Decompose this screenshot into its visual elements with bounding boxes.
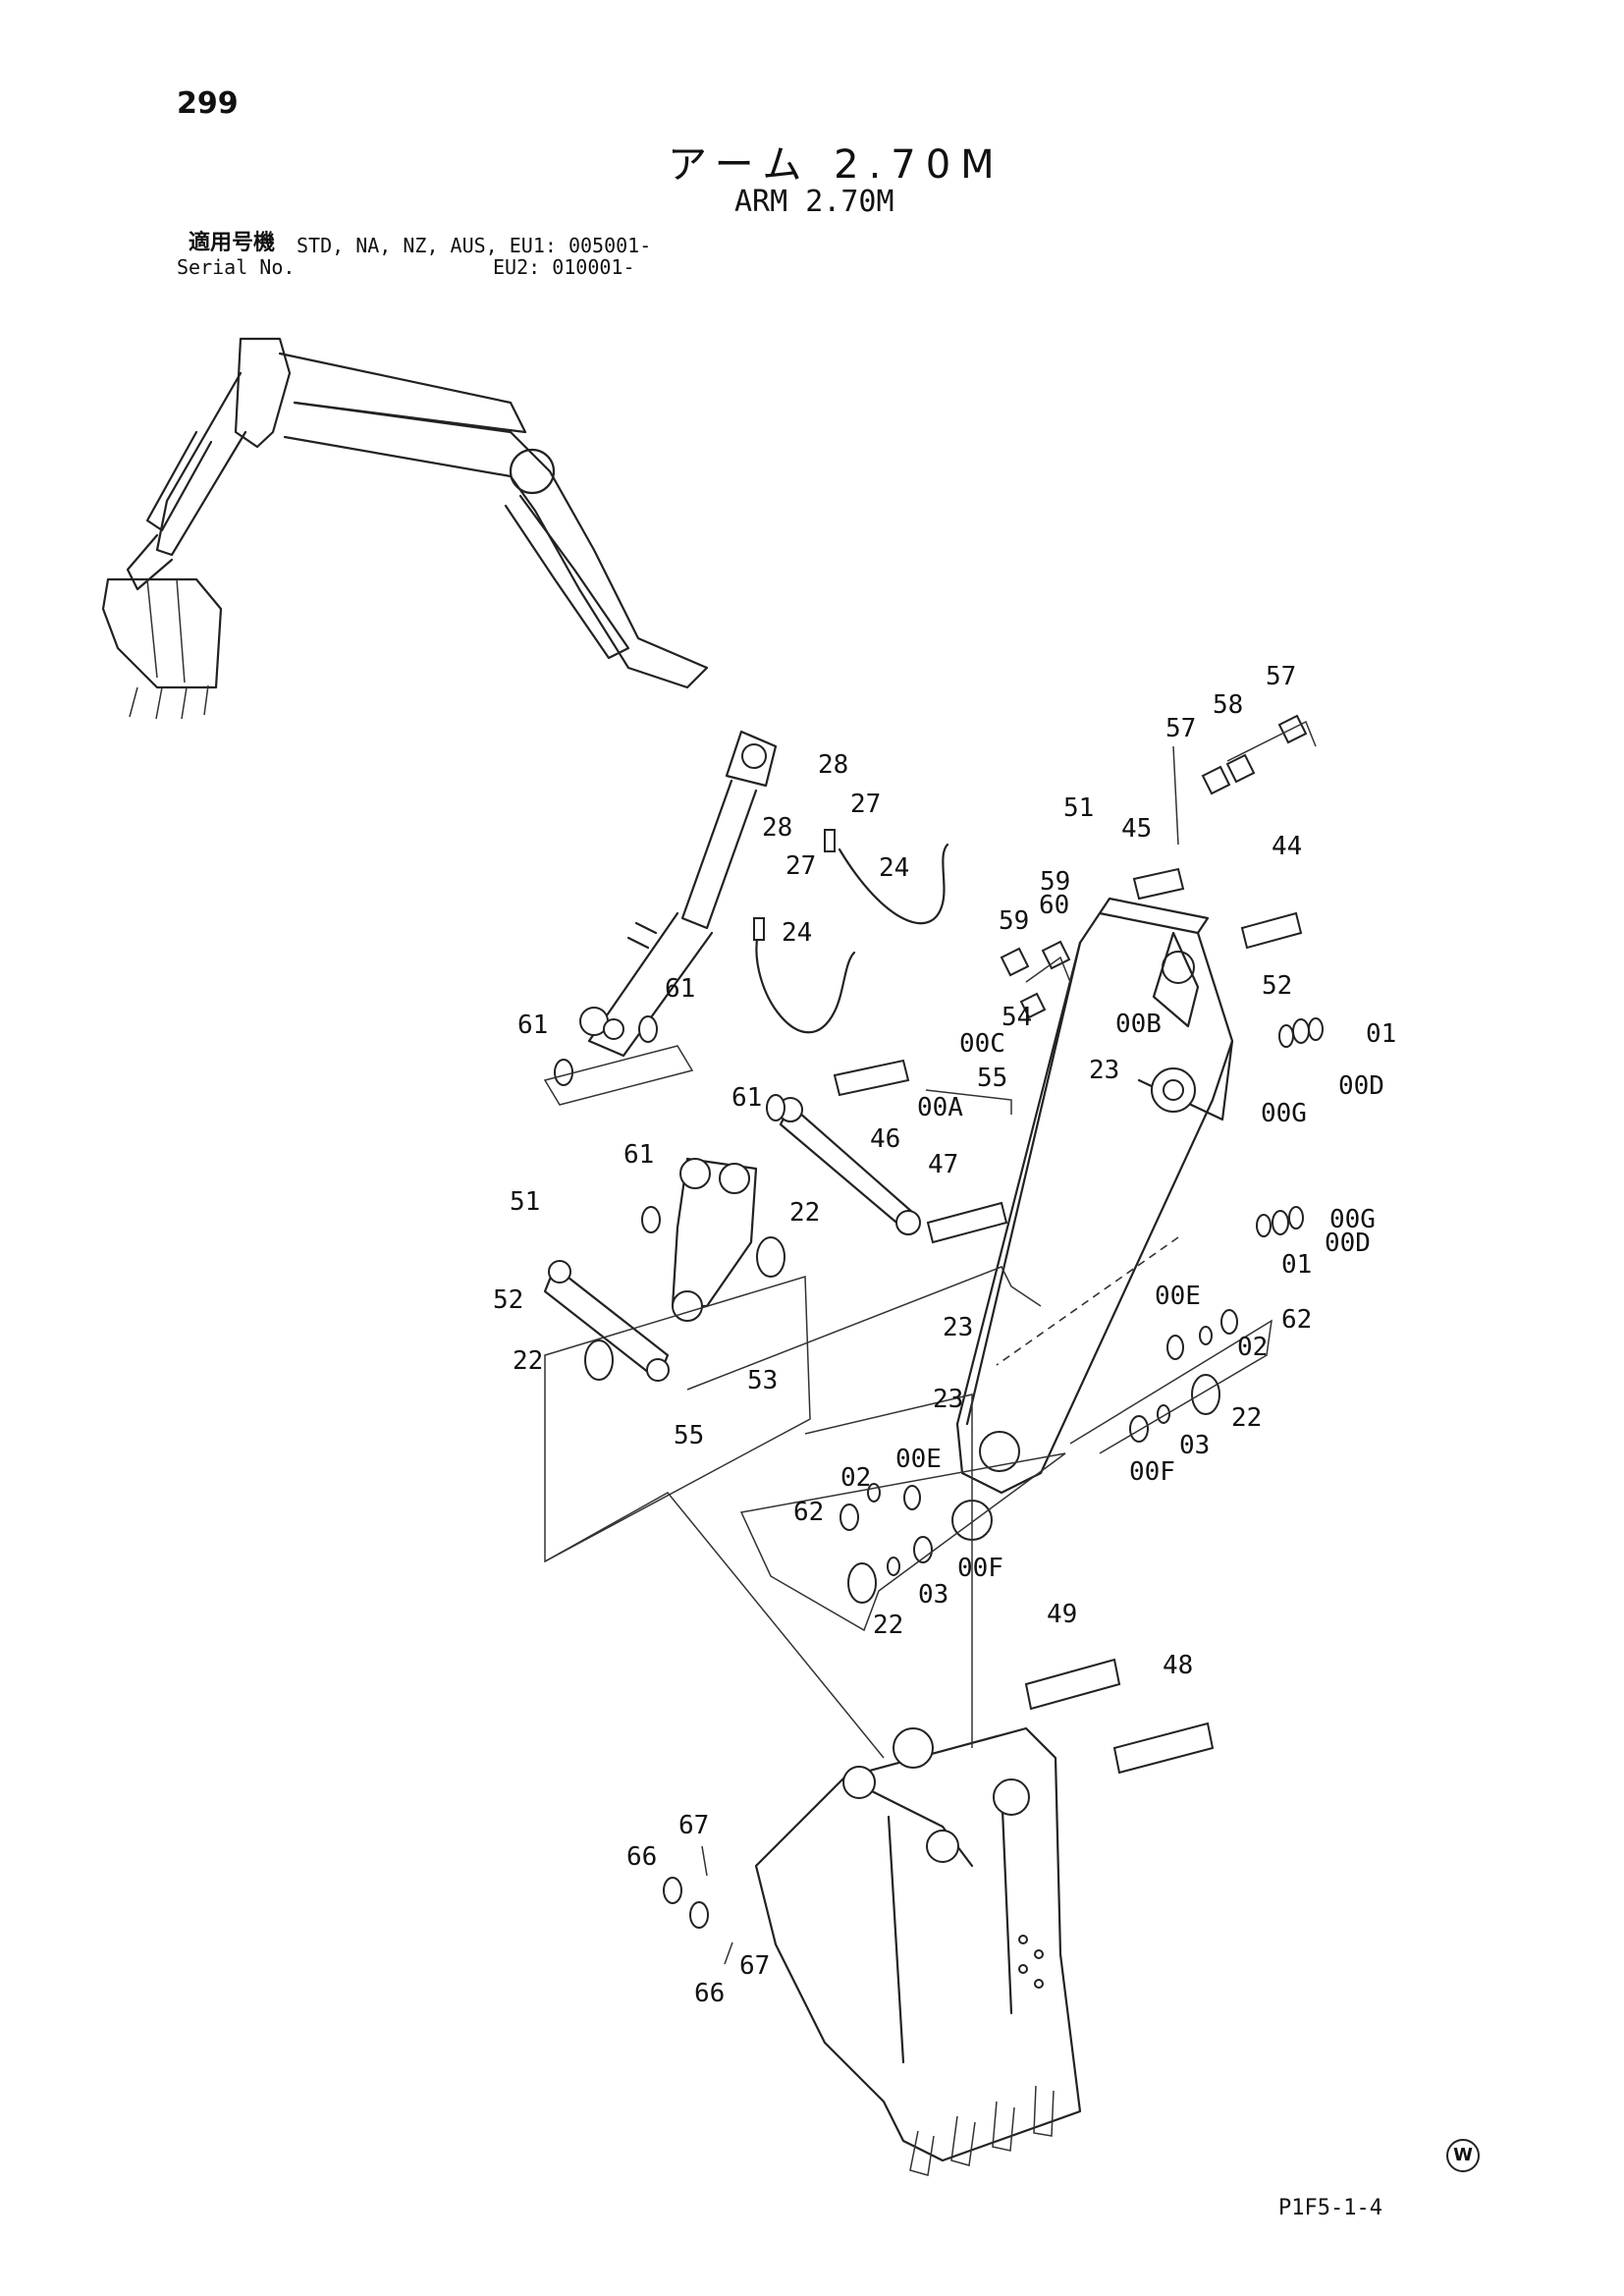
callout-label: 02 xyxy=(840,1463,871,1493)
callout-label: 59 xyxy=(999,906,1029,936)
callout-label: 44 xyxy=(1272,832,1302,861)
callout-label: 62 xyxy=(793,1498,824,1527)
callout-label: 28 xyxy=(762,813,792,843)
callout-labels: 57 58 57 51 45 44 28 27 28 27 24 24 59 6… xyxy=(493,662,1396,2008)
callout-label: 00E xyxy=(1155,1282,1201,1311)
callout-label: 22 xyxy=(789,1198,820,1228)
serial-label-japanese: 適用号機 xyxy=(189,231,276,255)
callout-label: 48 xyxy=(1163,1651,1193,1680)
callout-label: 55 xyxy=(977,1064,1007,1093)
callout-label: 61 xyxy=(517,1011,548,1040)
callout-label: 01 xyxy=(1366,1019,1396,1049)
callout-label: 67 xyxy=(739,1951,770,1981)
callout-label: 24 xyxy=(782,918,812,948)
callout-label: 28 xyxy=(818,750,848,780)
callout-label: 58 xyxy=(1213,690,1243,720)
callout-label: 00D xyxy=(1338,1071,1384,1101)
callout-label: 01 xyxy=(1281,1250,1312,1280)
callout-label: 67 xyxy=(678,1811,709,1840)
callout-label: 24 xyxy=(879,853,909,883)
callout-label: 51 xyxy=(510,1187,540,1217)
overview-front-attachment-sketch xyxy=(101,337,709,720)
title-japanese: アーム 2.70M xyxy=(668,142,1004,188)
callout-label: 00C xyxy=(959,1029,1005,1059)
callout-label: 00F xyxy=(1129,1457,1175,1487)
callout-label: 27 xyxy=(850,790,881,819)
bucket-cylinder xyxy=(579,730,778,1058)
callout-label: 46 xyxy=(870,1124,900,1154)
arm-00A xyxy=(951,897,1234,1541)
callout-label: 02 xyxy=(1237,1333,1268,1362)
callout-label: 66 xyxy=(626,1842,657,1872)
callout-label: 61 xyxy=(665,974,695,1004)
callout-label: 23 xyxy=(933,1385,963,1414)
serial-label-english: Serial No. xyxy=(177,255,296,279)
callout-label: 57 xyxy=(1165,714,1196,743)
callout-label: 00B xyxy=(1115,1010,1162,1039)
callout-label: 22 xyxy=(873,1611,903,1640)
callout-label: 03 xyxy=(918,1580,948,1610)
callout-label: 00G xyxy=(1329,1205,1376,1234)
figure-reference-code: P1F5-1-4 xyxy=(1278,2196,1382,2220)
callout-label: 61 xyxy=(731,1083,762,1113)
callout-label: 53 xyxy=(747,1366,778,1395)
callout-label: 52 xyxy=(1262,971,1292,1001)
links-and-plates xyxy=(543,1097,921,1382)
callout-label: 27 xyxy=(785,851,816,881)
callout-label: 23 xyxy=(943,1313,973,1342)
serial-applicability-line-1: STD, NA, NZ, AUS, EU1: 005001- xyxy=(297,234,652,257)
title-english: ARM 2.70M xyxy=(734,185,894,219)
callout-label: 23 xyxy=(1089,1056,1119,1085)
callout-label: 66 xyxy=(694,1979,725,2008)
callout-label: 47 xyxy=(928,1150,958,1179)
callout-label: 62 xyxy=(1281,1305,1312,1335)
callout-label: 59 xyxy=(1040,867,1070,897)
page-number: 299 xyxy=(177,86,239,121)
hoses-24 xyxy=(753,829,949,1034)
callout-label: 22 xyxy=(1231,1403,1262,1433)
callout-label: 55 xyxy=(674,1421,704,1450)
callout-label: 00F xyxy=(957,1554,1003,1583)
callout-label: 52 xyxy=(493,1285,523,1315)
callout-label: 61 xyxy=(623,1140,654,1170)
callout-label: 00A xyxy=(917,1093,963,1122)
callout-label: 22 xyxy=(513,1346,543,1376)
callout-label: 54 xyxy=(1001,1003,1032,1032)
callout-label: 49 xyxy=(1047,1600,1077,1629)
callout-label: 00G xyxy=(1261,1099,1307,1128)
w-mark-icon: W xyxy=(1446,2139,1480,2172)
leader-lines xyxy=(543,720,1317,1759)
pins-and-washers xyxy=(554,714,1324,1775)
callout-label: 45 xyxy=(1121,814,1152,844)
callout-label: 00E xyxy=(895,1445,942,1474)
callout-label: 03 xyxy=(1179,1431,1210,1460)
serial-applicability-line-2: EU2: 010001- xyxy=(493,255,635,279)
callout-label: 57 xyxy=(1266,662,1296,691)
callout-label: 00D xyxy=(1325,1229,1371,1258)
callout-label: 60 xyxy=(1039,891,1069,920)
bucket xyxy=(663,1726,1082,2176)
callout-label: 51 xyxy=(1063,793,1094,823)
